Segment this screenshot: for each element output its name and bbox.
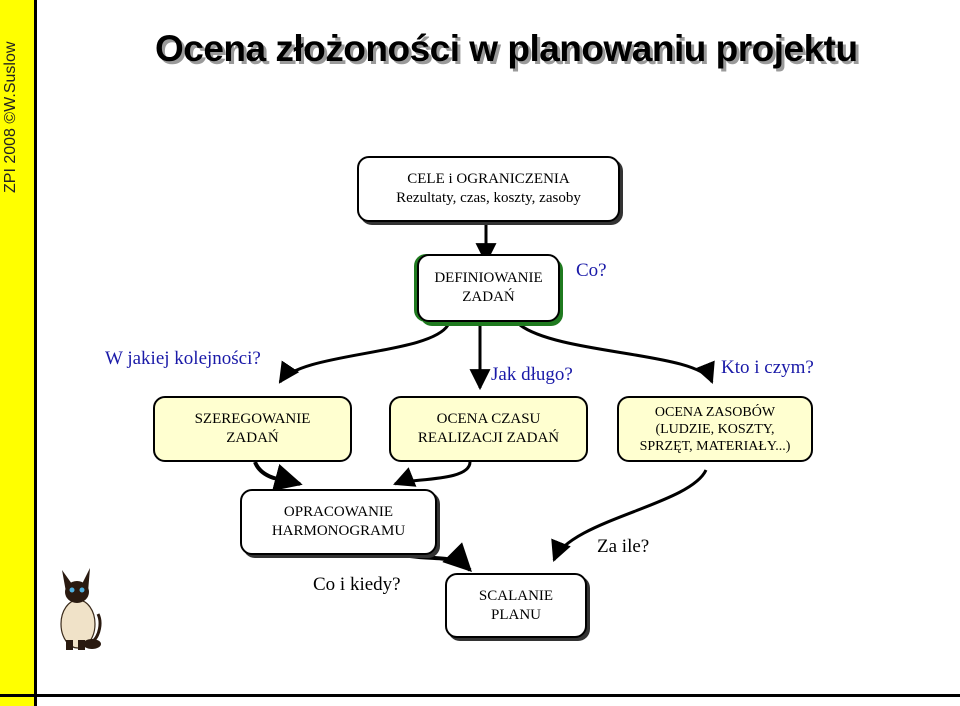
opracowanie-box: OPRACOWANIE HARMONOGRAMU — [240, 489, 437, 555]
ocena-czasu-line1: OCENA CZASU — [436, 411, 541, 427]
definiowanie-box: DEFINIOWANIE ZADAŃ — [417, 254, 560, 322]
ocena-zasobow-line3: SPRZĘT, MATERIAŁY...) — [639, 438, 791, 454]
ocena-zasobow-line2: (LUDZIE, KOSZTY, — [655, 421, 775, 437]
question-za-ile: Za ile? — [597, 536, 650, 557]
ocena-zasobow-box: OCENA ZASOBÓW (LUDZIE, KOSZTY, SPRZĘT, M… — [617, 396, 813, 462]
siamese-cat-icon — [60, 568, 102, 650]
question-jak-dlugo: Jak długo? — [491, 364, 573, 385]
ocena-czasu-box: OCENA CZASU REALIZACJI ZADAŃ — [389, 396, 588, 462]
definiowanie-line2: ZADAŃ — [462, 289, 515, 305]
arrow-opracowanie-to-scalanie — [409, 542, 472, 572]
bottom-divider — [0, 694, 960, 697]
definiowanie-line1: DEFINIOWANIE — [434, 270, 543, 286]
szeregowanie-line2: ZADAŃ — [226, 430, 279, 446]
scalanie-box: SCALANIE PLANU — [445, 573, 587, 638]
arrow-szeregowanie-to-opracowanie — [253, 461, 303, 492]
ocena-czasu-line2: REALIZACJI ZADAŃ — [417, 430, 560, 446]
arrow-czasu-to-opracowanie — [393, 461, 472, 487]
ocena-zasobow-line1: OCENA ZASOBÓW — [654, 404, 776, 420]
question-co: Co? — [576, 260, 607, 281]
opracowanie-line2: HARMONOGRAMU — [271, 523, 406, 539]
opracowanie-line1: OPRACOWANIE — [283, 504, 394, 520]
question-w-jakiej-kolejnosci: W jakiej kolejności? — [105, 348, 261, 369]
cele-line1: CELE i OGRANICZENIA — [407, 171, 570, 187]
scalanie-line2: PLANU — [490, 606, 541, 623]
cele-line2: Rezultaty, czas, koszty, zasoby — [396, 190, 581, 206]
question-kto-i-czym: Kto i czym? — [721, 357, 814, 378]
sidebar — [0, 0, 37, 706]
cele-box: CELE i OGRANICZENIA Rezultaty, czas, kos… — [357, 156, 620, 222]
szeregowanie-box: SZEREGOWANIE ZADAŃ — [153, 396, 352, 462]
question-co-i-kiedy: Co i kiedy? — [313, 574, 401, 595]
arrow-def-to-szeregowanie — [278, 324, 450, 384]
szeregowanie-line1: SZEREGOWANIE — [194, 411, 311, 427]
arrow-zasobow-to-scalanie — [551, 469, 708, 562]
arrow-def-to-ocena-zasobow — [519, 323, 715, 384]
page-title: Ocena złożoności w planowaniu projektu — [155, 28, 858, 69]
scalanie-line1: SCALANIE — [478, 587, 554, 604]
